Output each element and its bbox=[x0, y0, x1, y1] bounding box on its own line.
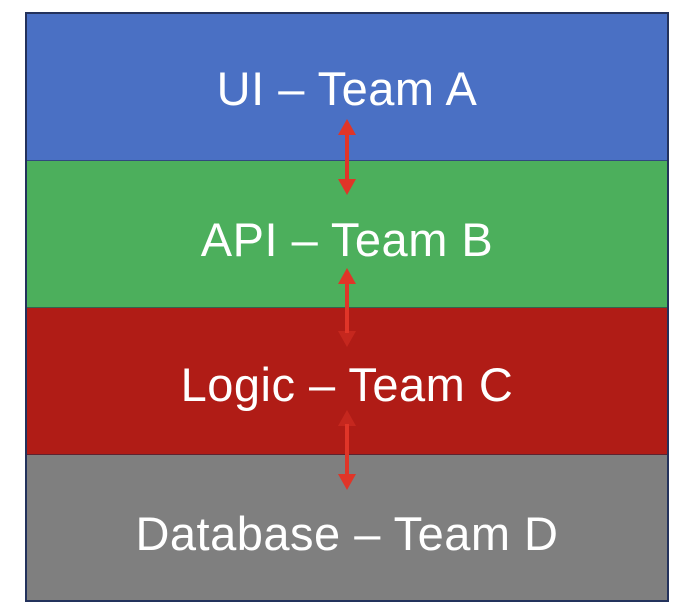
layer-logic-label: Logic – Team C bbox=[180, 357, 514, 411]
layer-api: API – Team B bbox=[27, 161, 667, 308]
layer-stack-diagram: UI – Team A API – Team B Logic – Team C … bbox=[25, 12, 669, 602]
layer-logic: Logic – Team C bbox=[27, 308, 667, 455]
layer-ui: UI – Team A bbox=[27, 14, 667, 161]
layer-database-label: Database – Team D bbox=[135, 507, 559, 560]
layer-ui-label: UI – Team A bbox=[216, 61, 478, 115]
layer-api-label: API – Team B bbox=[200, 212, 494, 266]
layer-database: Database – Team D bbox=[27, 455, 667, 600]
